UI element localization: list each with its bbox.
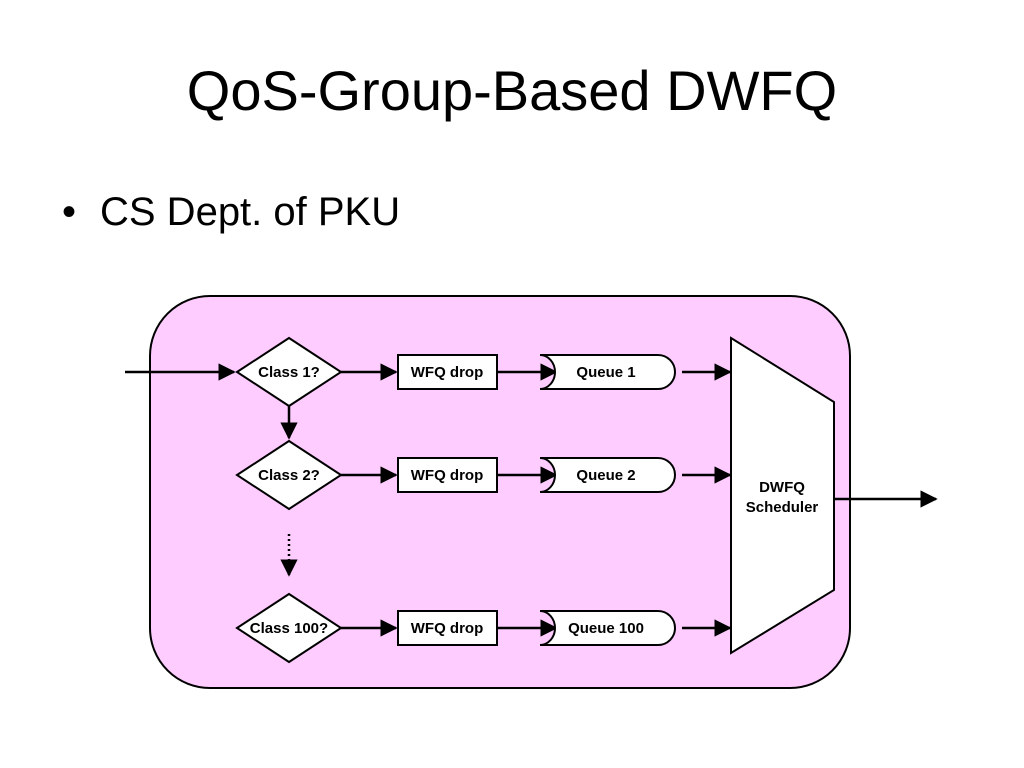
router-container (149, 295, 851, 689)
wfq-drop-1-box (397, 354, 498, 390)
class-100-label: Class 100? (250, 620, 328, 637)
queue-2-label: Queue 2 (576, 467, 635, 484)
queue-1-shape (539, 354, 676, 390)
scheduler-label-line1: DWFQ (759, 479, 805, 496)
class-2-label: Class 2? (258, 467, 320, 484)
slide-title: QoS-Group-Based DWFQ (186, 59, 838, 122)
bullet-list: • CS Dept. of PKU (62, 188, 400, 236)
wfq-drop-3-label: WFQ drop (411, 620, 483, 637)
bullet-dot-icon: • (62, 190, 77, 234)
scheduler-label-line2: Scheduler (746, 499, 819, 516)
dwfq-scheduler (730, 336, 835, 655)
wfq-drop-1-label: WFQ drop (411, 364, 483, 381)
wfq-drop-2-label: WFQ drop (411, 467, 483, 484)
bullet-text: CS Dept. of PKU (100, 190, 401, 234)
queue-100-label: Queue 100 (568, 620, 644, 637)
class-1-label: Class 1? (258, 364, 320, 381)
bullet-item: • CS Dept. of PKU (62, 188, 400, 236)
queue-2-shape (539, 457, 676, 493)
queue-100-shape (539, 610, 676, 646)
queue-1-label: Queue 1 (576, 364, 635, 381)
